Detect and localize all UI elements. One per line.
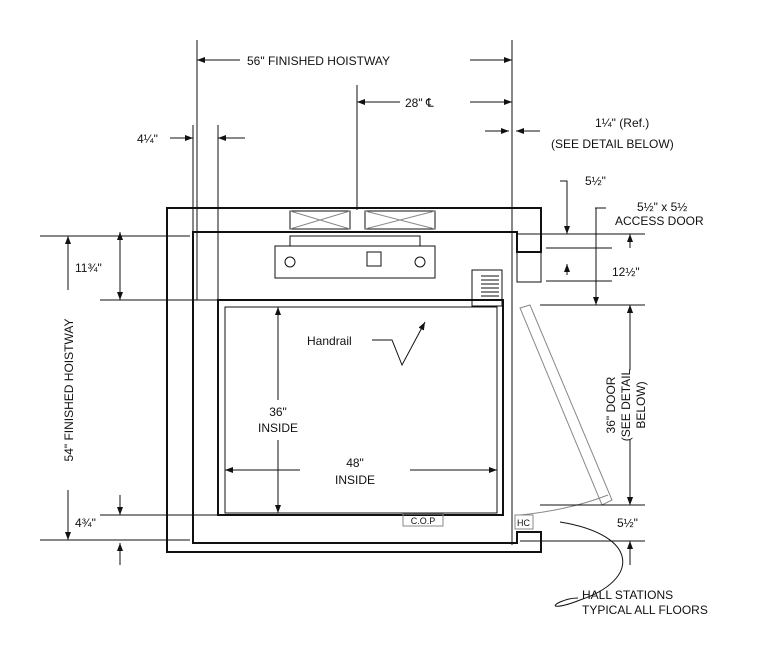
inside-depth-value: 36" [269, 405, 287, 419]
access-door [516, 251, 542, 283]
ref-note-label: (SEE DETAIL BELOW) [551, 137, 674, 151]
hall-stations-note: TYPICAL ALL FLOORS [582, 603, 708, 617]
rail-bracket [274, 245, 436, 279]
bottom-5half-label: 5½" [617, 516, 638, 530]
hoistway-width-label: 56" FINISHED HOISTWAY [247, 54, 390, 68]
handrail-leader [372, 321, 426, 367]
hall-station-leader [554, 521, 624, 607]
centerline-label: 28" ℄ [405, 96, 434, 110]
access-door-size: 5½" x 5½ [637, 200, 687, 214]
hc-label: HC [517, 518, 530, 528]
handrail-label: Handrail [307, 334, 352, 348]
dim-12half-label: 12½" [612, 265, 640, 279]
hall-door-swing [519, 304, 613, 516]
inside-depth-label: INSIDE [258, 421, 298, 435]
inside-width-value: 48" [346, 456, 364, 470]
top-5half-label: 5½" [585, 174, 606, 188]
access-door-label: ACCESS DOOR [615, 214, 704, 228]
door-label-3: BELOW) [634, 381, 648, 428]
hall-stations-label: HALL STATIONS [582, 588, 673, 602]
elevator-cab: C.O.P HC [193, 235, 534, 530]
hoistway-depth-label: 54" FINISHED HOISTWAY [62, 319, 76, 462]
door-label-1: 36" DOOR [604, 376, 618, 433]
dim-4three-quarter-label: 4¾" [75, 516, 96, 530]
left-offset-label: 4¼" [137, 132, 158, 146]
dimensions [40, 40, 645, 565]
cop-label: C.O.P [411, 516, 436, 526]
door-label-2: (SEE DETAIL [619, 368, 633, 441]
inside-width-label: INSIDE [335, 473, 375, 487]
hoistway-walls [166, 207, 542, 553]
dim-11three-quarter-label: 11¾" [75, 261, 102, 275]
ref-dim-label: 1¼" (Ref.) [595, 116, 649, 130]
door-operator [471, 269, 503, 307]
top-vent-blocks [289, 210, 436, 230]
